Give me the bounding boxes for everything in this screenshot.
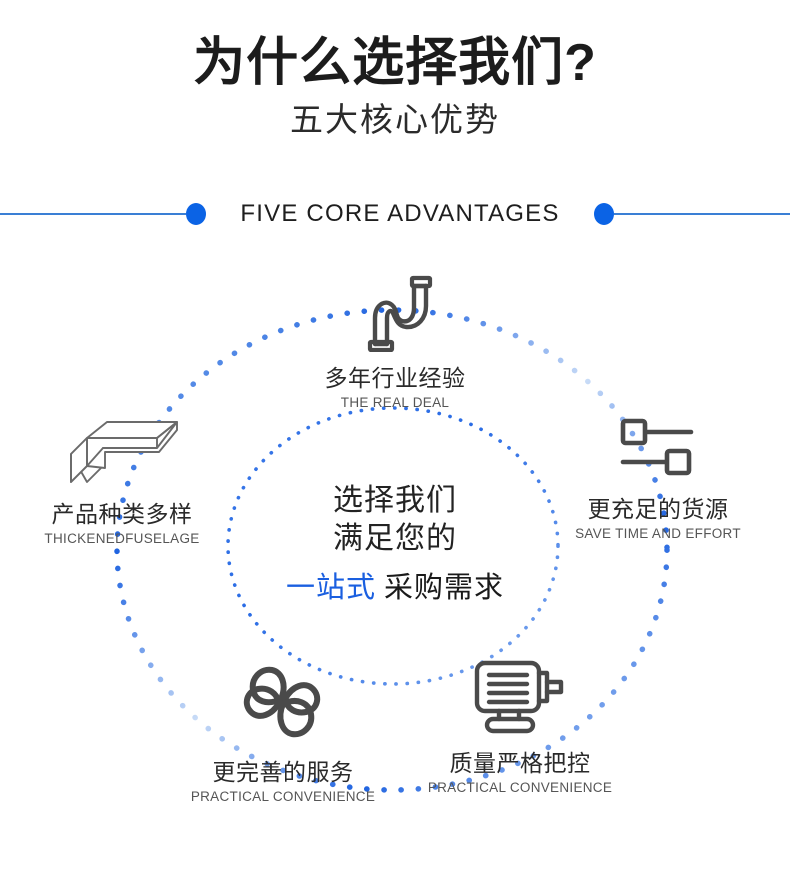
advantage-item-bottom-left[interactable]: 更完善的服务 PRACTICAL CONVENIENCE	[163, 662, 403, 805]
advantage-item-right[interactable]: 更充足的货源 SAVE TIME AND EFFORT	[538, 417, 778, 542]
divider-dot-right-icon	[594, 203, 614, 225]
angle-bar-icon	[70, 421, 178, 483]
outer-dotted-ellipse	[114, 307, 670, 793]
divider-dot-left-icon	[186, 203, 206, 225]
divider-line-left	[0, 213, 186, 215]
center-highlight-text: 一站式	[285, 571, 376, 604]
page-subtitle: 五大核心优势	[290, 101, 500, 139]
pipe-trap-icon	[367, 275, 433, 352]
advantage-label-cn: 产品种类多样	[51, 501, 193, 527]
divider-line-right	[614, 213, 790, 215]
page-header: 为什么选择我们? 五大核心优势	[0, 0, 790, 140]
divider-label: FIVE CORE ADVANTAGES	[240, 200, 560, 227]
center-line-1: 选择我们	[333, 484, 457, 517]
center-line-3: 一站式采购需求	[245, 571, 545, 606]
advantage-label-cn: 质量严格把控	[449, 750, 591, 776]
advantage-label-en: THICKENEDFUSELAGE	[44, 530, 200, 546]
advantage-label-en: PRACTICAL CONVENIENCE	[427, 779, 613, 795]
section-divider: FIVE CORE ADVANTAGES	[0, 196, 790, 232]
advantage-item-left[interactable]: 产品种类多样 THICKENEDFUSELAGE	[2, 420, 242, 547]
advantage-label-cn: 多年行业经验	[324, 365, 466, 391]
advantage-label-en: PRACTICAL CONVENIENCE	[190, 788, 376, 804]
center-tail-text: 采购需求	[384, 571, 505, 604]
inner-dotted-ellipse	[226, 406, 560, 686]
advantage-label-en: THE REAL DEAL	[340, 394, 450, 410]
advantage-label-en: SAVE TIME AND EFFORT	[575, 525, 741, 541]
electric-motor-icon	[474, 660, 564, 734]
advantage-label-cn: 更充足的货源	[587, 496, 729, 522]
advantage-item-top[interactable]: 多年行业经验 THE REAL DEAL	[275, 274, 515, 411]
sliders-icon	[620, 418, 694, 476]
fan-blades-icon	[243, 666, 321, 738]
advantages-diagram: 多年行业经验 THE REAL DEAL 产品种类多样 THICKENEDFUS…	[0, 252, 790, 880]
dotted-rings	[114, 307, 670, 793]
advantage-label-cn: 更完善的服务	[212, 759, 354, 785]
page-title: 为什么选择我们?	[193, 34, 597, 92]
center-line-2: 满足您的	[333, 522, 457, 556]
advantage-item-bottom-right[interactable]: 质量严格把控 PRACTICAL CONVENIENCE	[400, 657, 640, 796]
center-message: 选择我们 满足您的 一站式采购需求	[245, 482, 545, 606]
